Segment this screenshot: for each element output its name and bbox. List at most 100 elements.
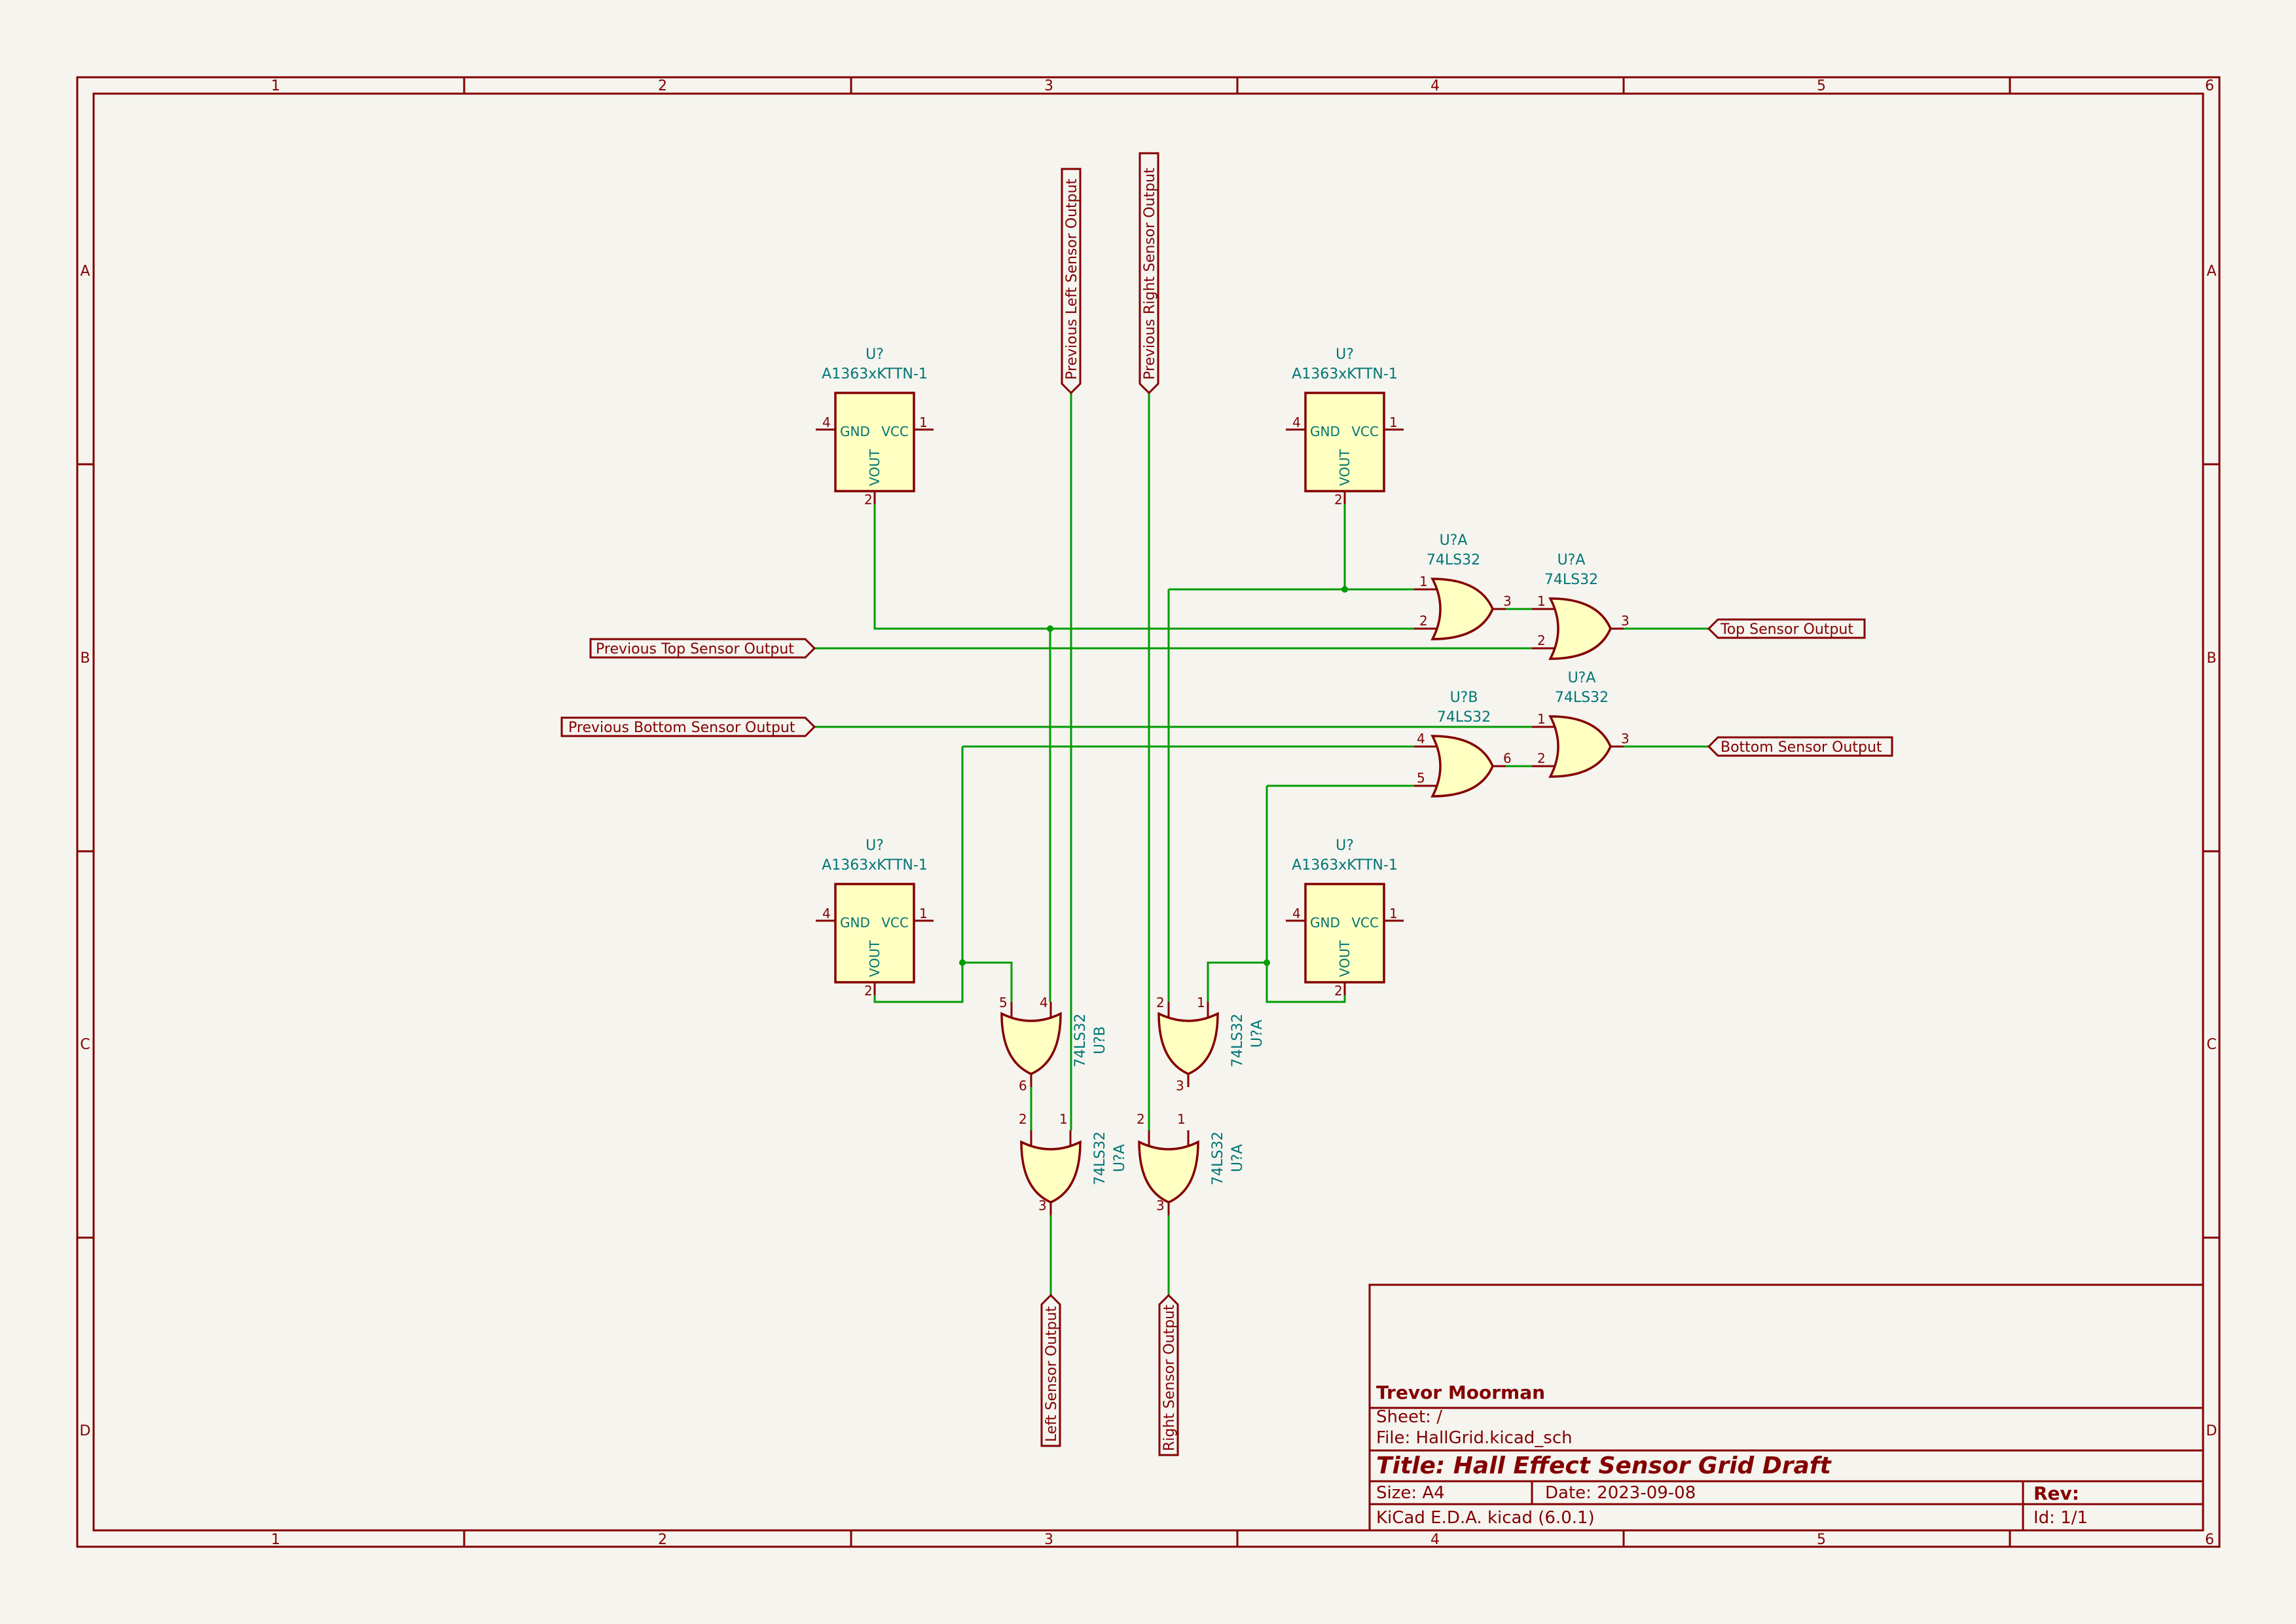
sensor-value: A1363xKTTN-1 <box>822 366 928 382</box>
hall-sensor-top-right[interactable]: U? A1363xKTTN-1 4 1 2 GND VCC VOUT <box>1286 346 1404 507</box>
pin-number: 4 <box>822 415 831 430</box>
pin-number: 3 <box>1621 731 1630 747</box>
row-label: A <box>80 263 90 280</box>
pin-number: 1 <box>919 415 928 430</box>
net-label-text: Bottom Sensor Output <box>1721 739 1882 756</box>
pin-number: 1 <box>1537 711 1546 727</box>
hall-sensor-top-left[interactable]: U? A1363xKTTN-1 4 1 2 GND VCC VOUT <box>816 346 934 507</box>
pin-number: 4 <box>1292 906 1301 921</box>
pin-number: 6 <box>1503 750 1512 766</box>
sheet-path: Sheet: / <box>1376 1407 1442 1427</box>
label-right-sensor-output[interactable]: Right Sensor Output <box>1158 1293 1179 1456</box>
col-label: 4 <box>1430 1532 1440 1548</box>
net-label-text: Previous Bottom Sensor Output <box>568 720 795 736</box>
junction-dot <box>959 959 966 966</box>
net-label-text: Top Sensor Output <box>1720 621 1853 638</box>
sensor-ref: U? <box>1336 838 1354 854</box>
pin-number: 3 <box>1176 1078 1184 1094</box>
label-previous-left-sensor-output[interactable]: Previous Left Sensor Output <box>1061 168 1082 395</box>
or-gate-4[interactable]: U?A 74LS32 1 2 3 <box>1532 670 1630 778</box>
pin-number: 3 <box>1621 613 1630 629</box>
pin-name: VCC <box>1351 424 1379 439</box>
label-left-sensor-output[interactable]: Left Sensor Output <box>1040 1293 1061 1447</box>
gate-ref: U?B <box>1092 1026 1108 1054</box>
col-label: 3 <box>1044 1532 1053 1548</box>
sensor-ref: U? <box>866 838 884 854</box>
gate-ref: U?A <box>1112 1144 1128 1172</box>
pin-name: VOUT <box>867 449 883 486</box>
pin-name: GND <box>1310 424 1340 439</box>
gate-value: 74LS32 <box>1555 690 1609 706</box>
drawing-frame: 1 2 3 4 5 6 1 2 3 4 5 6 A B C D A B C D <box>76 76 2221 1548</box>
net-label-text: Previous Right Sensor Output <box>1142 168 1158 380</box>
sheet-size: Size: A4 <box>1376 1483 1445 1503</box>
hall-sensor-bottom-left[interactable]: U? A1363xKTTN-1 4 1 2 GND VCC VOUT <box>816 838 934 999</box>
or-gate-1[interactable]: U?A 74LS32 1 2 3 <box>1414 532 1512 640</box>
gate-ref: U?B <box>1450 690 1478 706</box>
or-gate-3[interactable]: U?B 74LS32 4 5 6 <box>1414 690 1512 798</box>
gate-value: 74LS32 <box>1544 572 1598 588</box>
label-previous-bottom-sensor-output[interactable]: Previous Bottom Sensor Output <box>560 716 816 737</box>
pin-number: 1 <box>1197 995 1205 1010</box>
label-previous-top-sensor-output[interactable]: Previous Top Sensor Output <box>589 638 816 659</box>
gate-value: 74LS32 <box>1072 1014 1089 1067</box>
row-label: A <box>2206 263 2216 280</box>
pin-number: 1 <box>1177 1111 1186 1127</box>
row-label: C <box>2206 1037 2216 1053</box>
or-gate-2[interactable]: U?A 74LS32 1 2 3 <box>1532 552 1630 660</box>
sensor-value: A1363xKTTN-1 <box>1292 857 1398 874</box>
or-gate-5[interactable]: 5 4 6 74LS32 U?B <box>999 995 1108 1094</box>
col-label: 1 <box>271 78 280 94</box>
pin-number: 2 <box>864 983 873 999</box>
gate-value: 74LS32 <box>1092 1132 1108 1185</box>
net-label-text: Right Sensor Output <box>1161 1304 1178 1451</box>
label-top-sensor-output[interactable]: Top Sensor Output <box>1707 618 1866 639</box>
sensor-ref: U? <box>866 346 884 363</box>
label-bottom-sensor-output[interactable]: Bottom Sensor Output <box>1707 736 1893 757</box>
sensor-ref: U? <box>1336 346 1354 363</box>
pin-number: 5 <box>999 995 1008 1010</box>
pin-name: GND <box>1310 915 1340 931</box>
pin-number: 1 <box>1389 906 1398 921</box>
pin-number: 1 <box>1059 1111 1068 1127</box>
pin-name: VCC <box>881 915 909 931</box>
sheet-title: Title: Hall Effect Sensor Grid Draft <box>1376 1452 1832 1479</box>
pin-name: VOUT <box>867 940 883 977</box>
gate-ref: U?A <box>1249 1020 1266 1048</box>
junction-dot <box>1341 586 1348 593</box>
pin-number: 4 <box>1417 731 1425 747</box>
pin-number: 4 <box>822 906 831 921</box>
junction-dot <box>1047 625 1053 632</box>
col-label: 2 <box>658 78 667 94</box>
col-label: 4 <box>1430 78 1440 94</box>
company-name: Trevor Moorman <box>1376 1382 1545 1403</box>
pin-number: 3 <box>1038 1198 1047 1213</box>
col-label: 5 <box>1817 1532 1826 1548</box>
label-previous-right-sensor-output[interactable]: Previous Right Sensor Output <box>1139 152 1159 395</box>
pin-number: 2 <box>1137 1111 1145 1127</box>
junction-dot <box>1264 959 1270 966</box>
pin-number: 4 <box>1292 415 1301 430</box>
pin-number: 4 <box>1040 995 1048 1010</box>
row-label: B <box>2206 650 2216 667</box>
pin-number: 2 <box>1537 750 1546 766</box>
pin-number: 2 <box>1334 983 1343 999</box>
sheet-id: Id: 1/1 <box>2033 1508 2088 1528</box>
or-gate-6[interactable]: 2 1 3 74LS32 U?A <box>1156 995 1266 1094</box>
row-label: D <box>2206 1423 2217 1439</box>
net-label-text: Previous Top Sensor Output <box>596 641 794 657</box>
pin-number: 2 <box>864 492 873 507</box>
gate-value: 74LS32 <box>1210 1132 1226 1185</box>
pin-number: 2 <box>1537 633 1546 648</box>
gate-value: 74LS32 <box>1427 552 1480 568</box>
sensor-value: A1363xKTTN-1 <box>1292 366 1398 382</box>
or-gate-8[interactable]: 2 1 3 74LS32 U?A <box>1137 1111 1246 1215</box>
gate-value: 74LS32 <box>1230 1014 1246 1067</box>
gate-value: 74LS32 <box>1437 709 1491 726</box>
hall-sensor-bottom-right[interactable]: U? A1363xKTTN-1 4 1 2 GND VCC VOUT <box>1286 838 1404 999</box>
or-gate-7[interactable]: 2 1 3 74LS32 U?A <box>1019 1111 1128 1215</box>
net-label-text: Previous Left Sensor Output <box>1064 178 1080 380</box>
net-label-text: Left Sensor Output <box>1044 1306 1060 1442</box>
pin-number: 1 <box>919 906 928 921</box>
pin-number: 1 <box>1389 415 1398 430</box>
